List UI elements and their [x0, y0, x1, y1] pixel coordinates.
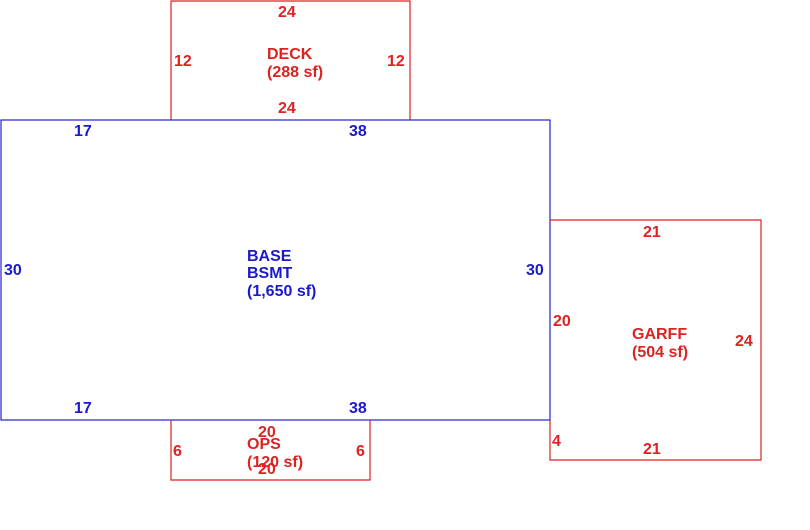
ops-dim-left: 6	[173, 443, 182, 460]
deck-dim-left: 12	[174, 53, 192, 70]
deck-area-sf: (288 sf)	[267, 64, 323, 81]
deck-label: DECK	[267, 46, 313, 63]
ops-dim-right: 6	[356, 443, 365, 460]
base-dim-bottom-left: 17	[74, 400, 92, 417]
ops-area[interactable]: 20 20 6 6 OPS (120 sf)	[170, 420, 371, 481]
garff-dim-right: 24	[735, 333, 753, 350]
ops-outline	[170, 420, 371, 481]
garff-label: GARFF	[632, 326, 687, 343]
ops-label: OPS	[247, 436, 281, 453]
deck-dim-right: 12	[387, 53, 405, 70]
garff-outline	[549, 219, 762, 461]
base-dim-left: 30	[4, 262, 22, 279]
garff-dim-left-lower: 4	[552, 433, 561, 450]
base-area[interactable]: 17 38 17 38 30 30 BASE BSMT (1,650 sf)	[0, 119, 551, 421]
garff-dim-top: 21	[643, 224, 661, 241]
base-outline	[0, 119, 551, 421]
base-area-sf: (1,650 sf)	[247, 283, 316, 300]
garff-dim-bottom: 21	[643, 441, 661, 458]
deck-dim-top: 24	[278, 4, 296, 21]
ops-area-sf: (120 sf)	[247, 454, 303, 471]
garff-area[interactable]: 21 21 20 4 24 GARFF (504 sf)	[549, 219, 762, 461]
base-dim-bottom-right: 38	[349, 400, 367, 417]
garff-area-sf: (504 sf)	[632, 344, 688, 361]
deck-dim-bottom: 24	[278, 100, 296, 117]
ops-dim-bottom: 20	[258, 461, 276, 478]
base-label-line1: BASE	[247, 248, 292, 265]
base-label-line2: BSMT	[247, 265, 293, 282]
garff-dim-left-upper: 20	[553, 313, 571, 330]
ops-dim-top: 20	[258, 424, 276, 441]
deck-outline	[170, 0, 411, 120]
base-dim-top-left: 17	[74, 123, 92, 140]
deck-area[interactable]: 24 24 12 12 DECK (288 sf)	[170, 0, 411, 120]
base-dim-right: 30	[526, 262, 544, 279]
base-dim-top-right: 38	[349, 123, 367, 140]
